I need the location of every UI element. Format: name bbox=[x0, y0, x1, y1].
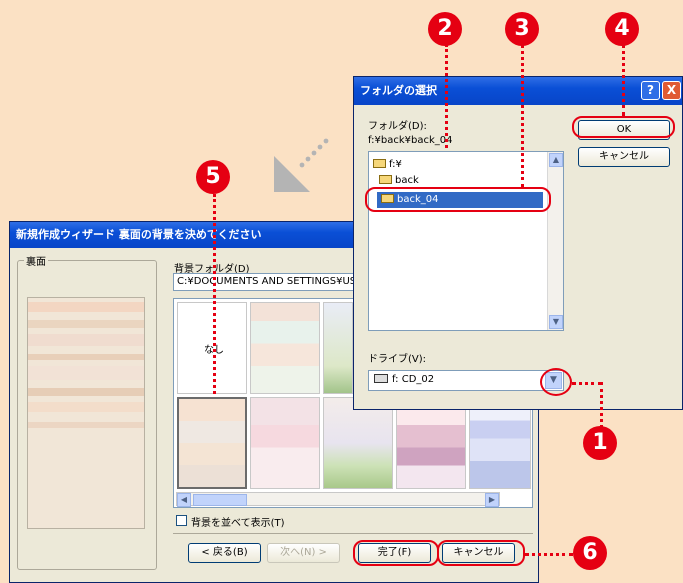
scroll-up-icon[interactable]: ▲ bbox=[549, 153, 563, 167]
thumbnail[interactable] bbox=[469, 397, 531, 489]
thumbnail-none[interactable]: なし bbox=[177, 302, 247, 394]
folder-open-icon bbox=[373, 159, 386, 168]
callout-badge-3: 3 bbox=[505, 12, 539, 46]
callout-badge-4: 4 bbox=[605, 12, 639, 46]
tree-vscrollbar[interactable]: ▲ ▼ bbox=[547, 152, 563, 330]
callout-ring-back04 bbox=[365, 187, 551, 212]
leader-3 bbox=[521, 44, 524, 188]
divider bbox=[173, 533, 533, 534]
callout-ring-finish bbox=[353, 540, 439, 566]
back-side-label: 裏面 bbox=[24, 253, 48, 268]
drive-label: ドライブ(V): bbox=[368, 354, 427, 365]
thumbnail[interactable] bbox=[323, 302, 353, 394]
tree-item-root[interactable]: f:¥ bbox=[373, 158, 402, 172]
folder-open-icon bbox=[381, 194, 394, 203]
back-side-preview bbox=[27, 297, 145, 529]
leader-4 bbox=[622, 44, 625, 116]
thumbnail[interactable] bbox=[323, 397, 393, 489]
leader-1-h bbox=[572, 382, 602, 385]
thumbnail[interactable] bbox=[250, 397, 320, 489]
thumbnail-selected[interactable] bbox=[177, 397, 247, 489]
finish-button[interactable]: 完了(F) bbox=[358, 543, 431, 563]
back-button[interactable]: < 戻る(B) bbox=[188, 543, 261, 563]
callout-ring-cancel bbox=[437, 540, 525, 566]
help-button[interactable]: ? bbox=[641, 81, 660, 100]
leader-6 bbox=[525, 553, 573, 556]
tree-item-back[interactable]: back bbox=[379, 174, 419, 188]
drive-select[interactable]: f: CD_02 ▼ bbox=[368, 370, 564, 391]
folder-dialog-title: フォルダの選択 bbox=[354, 77, 682, 105]
folder-cancel-button[interactable]: キャンセル bbox=[578, 147, 670, 167]
folder-open-icon bbox=[379, 175, 392, 184]
bg-folder-field[interactable]: C:¥DOCUMENTS AND SETTINGS¥US bbox=[173, 273, 363, 291]
folder-label: フォルダ(D): bbox=[368, 121, 427, 132]
close-button[interactable]: X bbox=[662, 81, 681, 100]
callout-badge-6: 6 bbox=[573, 536, 607, 570]
folder-tree[interactable]: f:¥ back back_04 ▲ ▼ bbox=[368, 151, 564, 331]
arrow-down-left-icon bbox=[274, 138, 329, 192]
drive-icon bbox=[374, 374, 388, 383]
tree-item-back-04[interactable]: back_04 bbox=[377, 192, 543, 208]
leader-1-v bbox=[600, 382, 603, 428]
leader-2 bbox=[445, 44, 448, 148]
back-side-group: 裏面 bbox=[17, 253, 157, 570]
bg-folder-label: 背景フォルダ(D) bbox=[174, 264, 250, 275]
scroll-down-icon[interactable]: ▼ bbox=[549, 315, 563, 329]
leader-5 bbox=[213, 194, 216, 394]
callout-badge-1: 1 bbox=[583, 426, 617, 460]
current-path: f:¥back¥back_04 bbox=[368, 135, 453, 146]
callout-badge-2: 2 bbox=[428, 12, 462, 46]
scroll-right-icon[interactable]: ▶ bbox=[485, 493, 499, 507]
folder-select-dialog: フォルダの選択 ? X フォルダ(D): f:¥back¥back_04 f:¥… bbox=[353, 76, 683, 410]
scroll-thumb[interactable] bbox=[193, 494, 247, 506]
callout-ring-dropdown bbox=[540, 368, 572, 396]
callout-ring-ok bbox=[572, 116, 675, 138]
thumbnail-hscrollbar[interactable]: ◀ ▶ bbox=[176, 492, 500, 507]
cancel-button[interactable]: キャンセル bbox=[442, 543, 515, 563]
scroll-left-icon[interactable]: ◀ bbox=[177, 493, 191, 507]
next-button[interactable]: 次へ(N) > bbox=[267, 543, 340, 563]
callout-badge-5: 5 bbox=[196, 160, 230, 194]
thumbnail[interactable] bbox=[396, 397, 466, 489]
tile-background-label: 背景を並べて表示(T) bbox=[191, 518, 285, 529]
tile-background-checkbox[interactable] bbox=[176, 515, 187, 526]
drive-value: f: CD_02 bbox=[374, 374, 434, 385]
thumbnail[interactable] bbox=[250, 302, 320, 394]
